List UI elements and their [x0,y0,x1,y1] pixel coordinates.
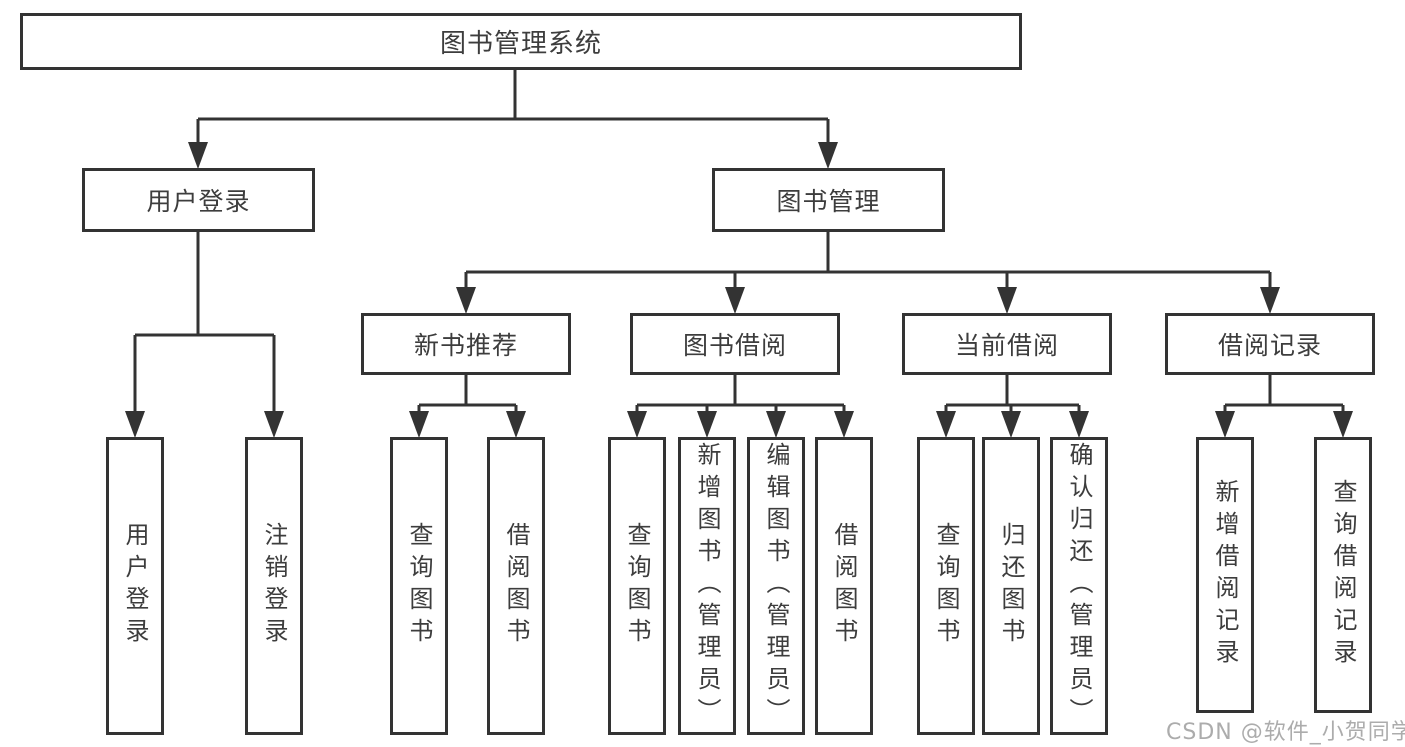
node-label: 借阅记录 [1217,331,1322,360]
node-label: 编辑图书（管理员） [762,442,790,730]
leaf-edit-book-admin: 编辑图书（管理员） [747,437,805,735]
leaf-add-book-admin: 新增图书（管理员） [678,437,736,735]
leaf-borrow-books-recommend: 借阅图书 [487,437,545,735]
node-label: 用户登录 [146,187,251,216]
node-label: 借阅图书 [502,522,530,650]
leaf-logout: 注销登录 [245,437,303,735]
node-label: 查询借阅记录 [1329,479,1357,671]
node-user-login: 用户登录 [82,168,315,232]
node-label: 新书推荐 [413,331,518,360]
node-new-book-recommend: 新书推荐 [361,313,571,375]
node-label: 新增图书（管理员） [693,442,721,730]
leaf-query-books-current: 查询图书 [917,437,975,735]
node-label: 归还图书 [997,522,1025,650]
leaf-query-books-borrow: 查询图书 [608,437,666,735]
leaf-query-borrow-record: 查询借阅记录 [1314,437,1372,713]
node-label: 图书管理系统 [439,29,602,59]
leaf-add-borrow-record: 新增借阅记录 [1196,437,1254,713]
node-label: 查询图书 [405,522,433,650]
node-label: 注销登录 [260,522,288,650]
leaf-confirm-return-admin: 确认归还（管理员） [1050,437,1108,735]
node-label: 新增借阅记录 [1211,479,1239,671]
node-book-management: 图书管理 [712,168,945,232]
node-label: 查询图书 [623,522,651,650]
csdn-watermark: CSDN @软件_小贺同学 [1166,720,1405,745]
node-library-management-system: 图书管理系统 [20,13,1022,70]
leaf-user-login: 用户登录 [106,437,164,735]
leaf-borrow-books: 借阅图书 [815,437,873,735]
node-current-borrow: 当前借阅 [902,313,1112,375]
node-label: 图书借阅 [682,331,787,360]
leaf-return-book: 归还图书 [982,437,1040,735]
node-label: 当前借阅 [954,331,1059,360]
node-label: 查询图书 [932,522,960,650]
node-label: 用户登录 [121,522,149,650]
arrowheads [125,142,1353,438]
node-label: 借阅图书 [830,522,858,650]
node-label: 确认归还（管理员） [1065,442,1093,730]
leaf-query-books-recommend: 查询图书 [390,437,448,735]
node-label: 图书管理 [776,187,881,216]
node-book-borrow: 图书借阅 [630,313,840,375]
node-borrow-records: 借阅记录 [1165,313,1375,375]
